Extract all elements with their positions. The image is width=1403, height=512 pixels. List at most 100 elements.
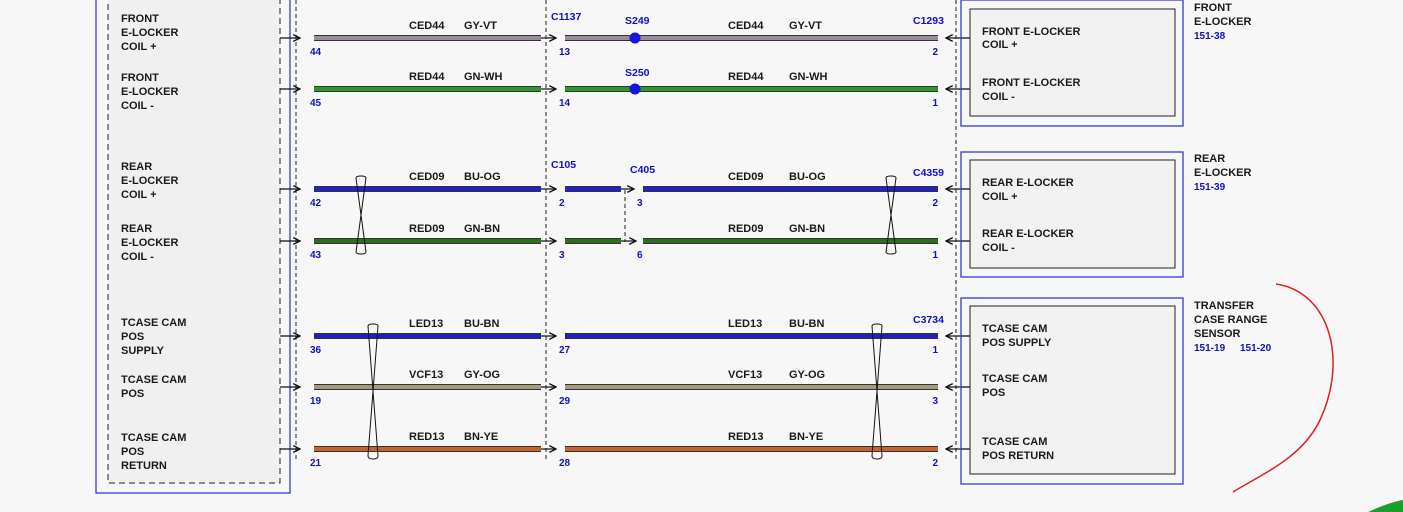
wire-0-circuit-label-left: CED44: [409, 20, 445, 32]
wire-6-circuit-label-left: RED13: [409, 431, 444, 443]
twisted-pair-tcase-right: [871, 323, 883, 460]
wire-5-color-label-right: GY-OG: [789, 369, 825, 381]
splice-s249-dot: [629, 32, 641, 44]
wire-5-mid-pin: 29: [559, 396, 571, 407]
wire-3-mid-pin: 3: [559, 250, 565, 261]
twisted-pair-rear-right: [885, 175, 897, 255]
wire-4-color-label-left: BU-BN: [464, 318, 499, 330]
wire-2-mid2-pin: 3: [637, 198, 643, 209]
wire-5-circuit-label-right: VCF13: [728, 369, 762, 381]
wire-4-left-pin: 36: [310, 345, 322, 356]
wire-1-circuit-label-left: RED44: [409, 71, 445, 83]
device-rear-ref: 151-39: [1194, 182, 1226, 193]
wire-1-left-pin: 45: [310, 98, 322, 109]
wire-6-circuit-label-right: RED13: [728, 431, 763, 443]
wire-1-mid-pin: 14: [559, 98, 571, 109]
wire-0-color-label-left: GY-VT: [464, 20, 497, 32]
wire-3-color-label-right: GN-BN: [789, 223, 825, 235]
wire-3-color-label-left: GN-BN: [464, 223, 500, 235]
wire-5-circuit-label-left: VCF13: [409, 369, 443, 381]
wire-2-left-pin: 42: [310, 198, 322, 209]
wire-1-color-label-right: GN-WH: [789, 71, 828, 83]
splice-s249-label: S249: [625, 15, 650, 27]
wire-6-color-label-right: BN-YE: [789, 431, 823, 443]
wire-5-left-pin: 19: [310, 396, 322, 407]
wire-6-left-pin: 21: [310, 458, 322, 469]
connector-c405-label: C405: [630, 164, 655, 176]
wire-4-circuit-label-left: LED13: [409, 318, 443, 330]
device-rear-e-locker-inner: [969, 159, 1176, 269]
device-tcase-outer: [960, 297, 1184, 485]
twisted-pair-rear-left: [355, 175, 367, 255]
wire-2-circuit-label-right: CED09: [728, 171, 763, 183]
wire-5-right-pin: 3: [932, 396, 938, 407]
wire-6-color-label-left: BN-YE: [464, 431, 498, 443]
wire-2-right-pin: 2: [932, 198, 938, 209]
twisted-pair-tcase-left: [367, 323, 379, 460]
wire-0-mid-pin: 13: [559, 47, 571, 58]
wire-0-right-pin: 2: [932, 47, 938, 58]
device-rear-e-locker-outer: [960, 151, 1184, 278]
wire-0-left-pin: 44: [310, 47, 322, 58]
wire-4-mid-pin: 27: [559, 345, 571, 356]
connector-c1293-label: C1293: [913, 15, 944, 27]
connector-c3734-label: C3734: [913, 314, 944, 326]
device-tcase-inner: [969, 305, 1176, 475]
splice-s250-dot: [629, 83, 641, 95]
wire-4-color-label-right: BU-BN: [789, 318, 824, 330]
wire-3-left-pin: 43: [310, 250, 322, 261]
connector-c4359-label: C4359: [913, 167, 944, 179]
wire-6-right-pin: 2: [932, 458, 938, 469]
connector-c1137-label: C1137: [551, 11, 582, 23]
device-tcase-ref-0: 151-19: [1194, 343, 1226, 354]
device-front-ref: 151-38: [1194, 31, 1226, 42]
wire-2-mid-pin: 2: [559, 198, 565, 209]
red-annotation-stroke: [1232, 283, 1334, 493]
wire-1-right-pin: 1: [932, 98, 938, 109]
wire-3-right-pin: 1: [932, 250, 938, 261]
splice-s250-label: S250: [625, 67, 650, 79]
wire-0-circuit-label-right: CED44: [728, 20, 764, 32]
wire-1-circuit-label-right: RED44: [728, 71, 764, 83]
connector-c105-label: C105: [551, 159, 576, 171]
device-tcase-ref-1: 151-20: [1240, 343, 1272, 354]
device-front-e-locker-inner: [969, 8, 1176, 117]
wire-3-circuit-label-right: RED09: [728, 223, 763, 235]
wire-5-color-label-left: GY-OG: [464, 369, 500, 381]
green-corner-shape: [1368, 500, 1403, 512]
wire-4-right-pin: 1: [932, 345, 938, 356]
wire-0-color-label-right: GY-VT: [789, 20, 822, 32]
left-module-inner-box: [107, 0, 281, 484]
wire-1-color-label-left: GN-WH: [464, 71, 503, 83]
wire-2-circuit-label-left: CED09: [409, 171, 444, 183]
wire-2-color-label-right: BU-OG: [789, 171, 826, 183]
wire-4-circuit-label-right: LED13: [728, 318, 762, 330]
wire-3-mid2-pin: 6: [637, 250, 643, 261]
device-front-e-locker-outer: [960, 0, 1184, 127]
wire-2-color-label-left: BU-OG: [464, 171, 501, 183]
wire-6-mid-pin: 28: [559, 458, 571, 469]
